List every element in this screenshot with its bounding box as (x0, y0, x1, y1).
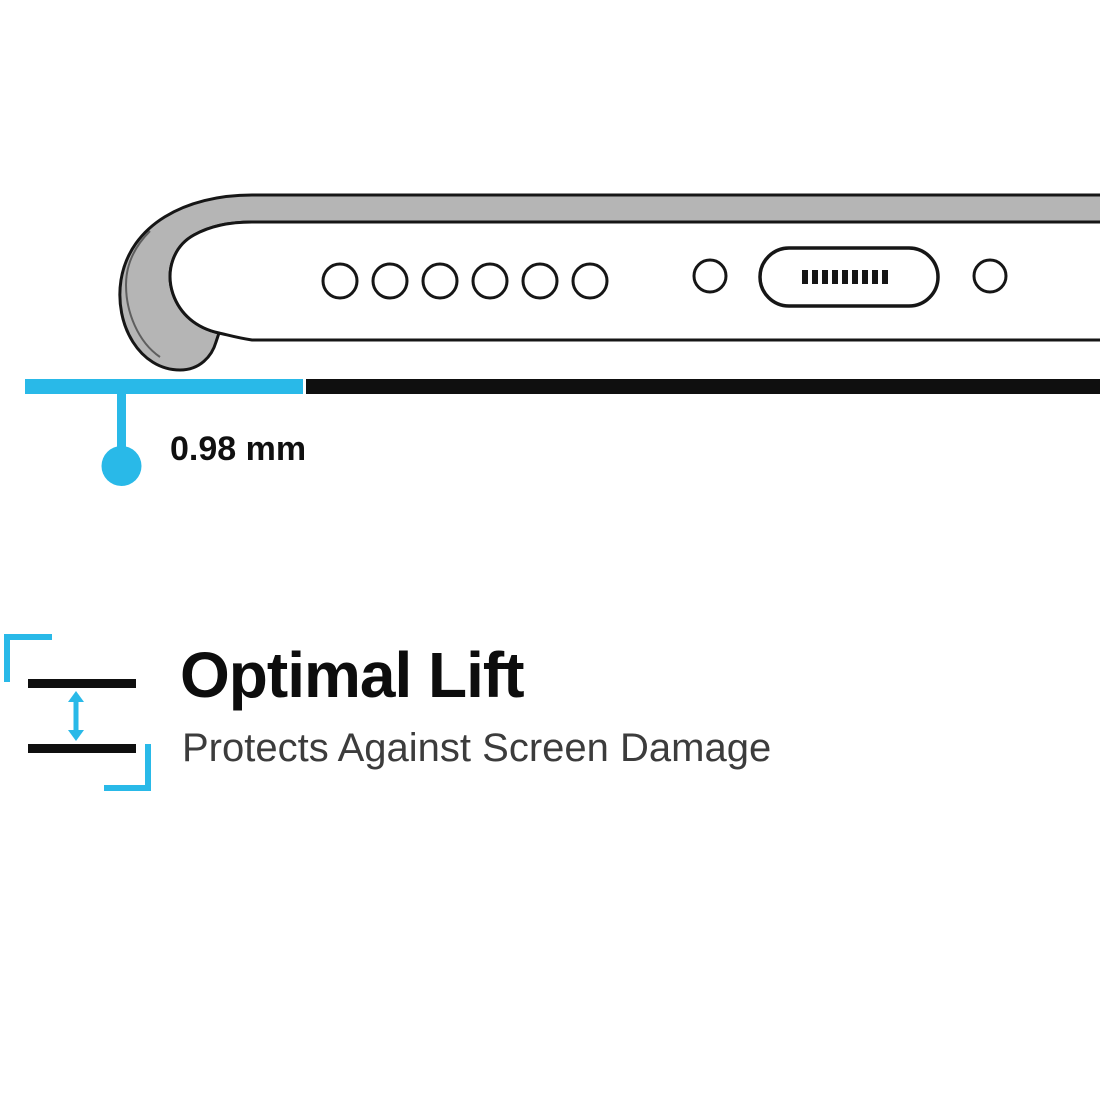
measure-stem (117, 393, 126, 449)
measurement-label: 0.98 mm (170, 430, 307, 468)
speaker-hole (471, 262, 509, 300)
bracket-bottom-right-icon (104, 744, 151, 791)
case-inner-line (124, 230, 161, 358)
bracket-top-left-icon (4, 634, 52, 682)
charging-port (758, 246, 940, 308)
speaker-hole (421, 262, 459, 300)
lift-bottom-bar (28, 744, 136, 753)
double-arrow-icon (68, 691, 84, 741)
speaker-holes (321, 262, 609, 300)
phone-case-illustration (25, 193, 1100, 486)
measure-dot (101, 446, 142, 486)
surface-bar-dark (306, 379, 1100, 394)
surface-bar-accent (25, 379, 303, 394)
speaker-hole (521, 262, 559, 300)
feature-subtitle: Protects Against Screen Damage (182, 726, 772, 770)
phone-body (168, 220, 1100, 342)
speaker-hole (371, 262, 409, 300)
lift-icon (4, 634, 151, 791)
lift-top-bar (28, 679, 136, 688)
port-pins (802, 270, 888, 284)
speaker-hole (321, 262, 359, 300)
speaker-hole (571, 262, 609, 300)
feature-title: Optimal Lift (180, 639, 525, 711)
screw-hole-left (692, 258, 728, 294)
screw-hole-right (972, 258, 1008, 294)
